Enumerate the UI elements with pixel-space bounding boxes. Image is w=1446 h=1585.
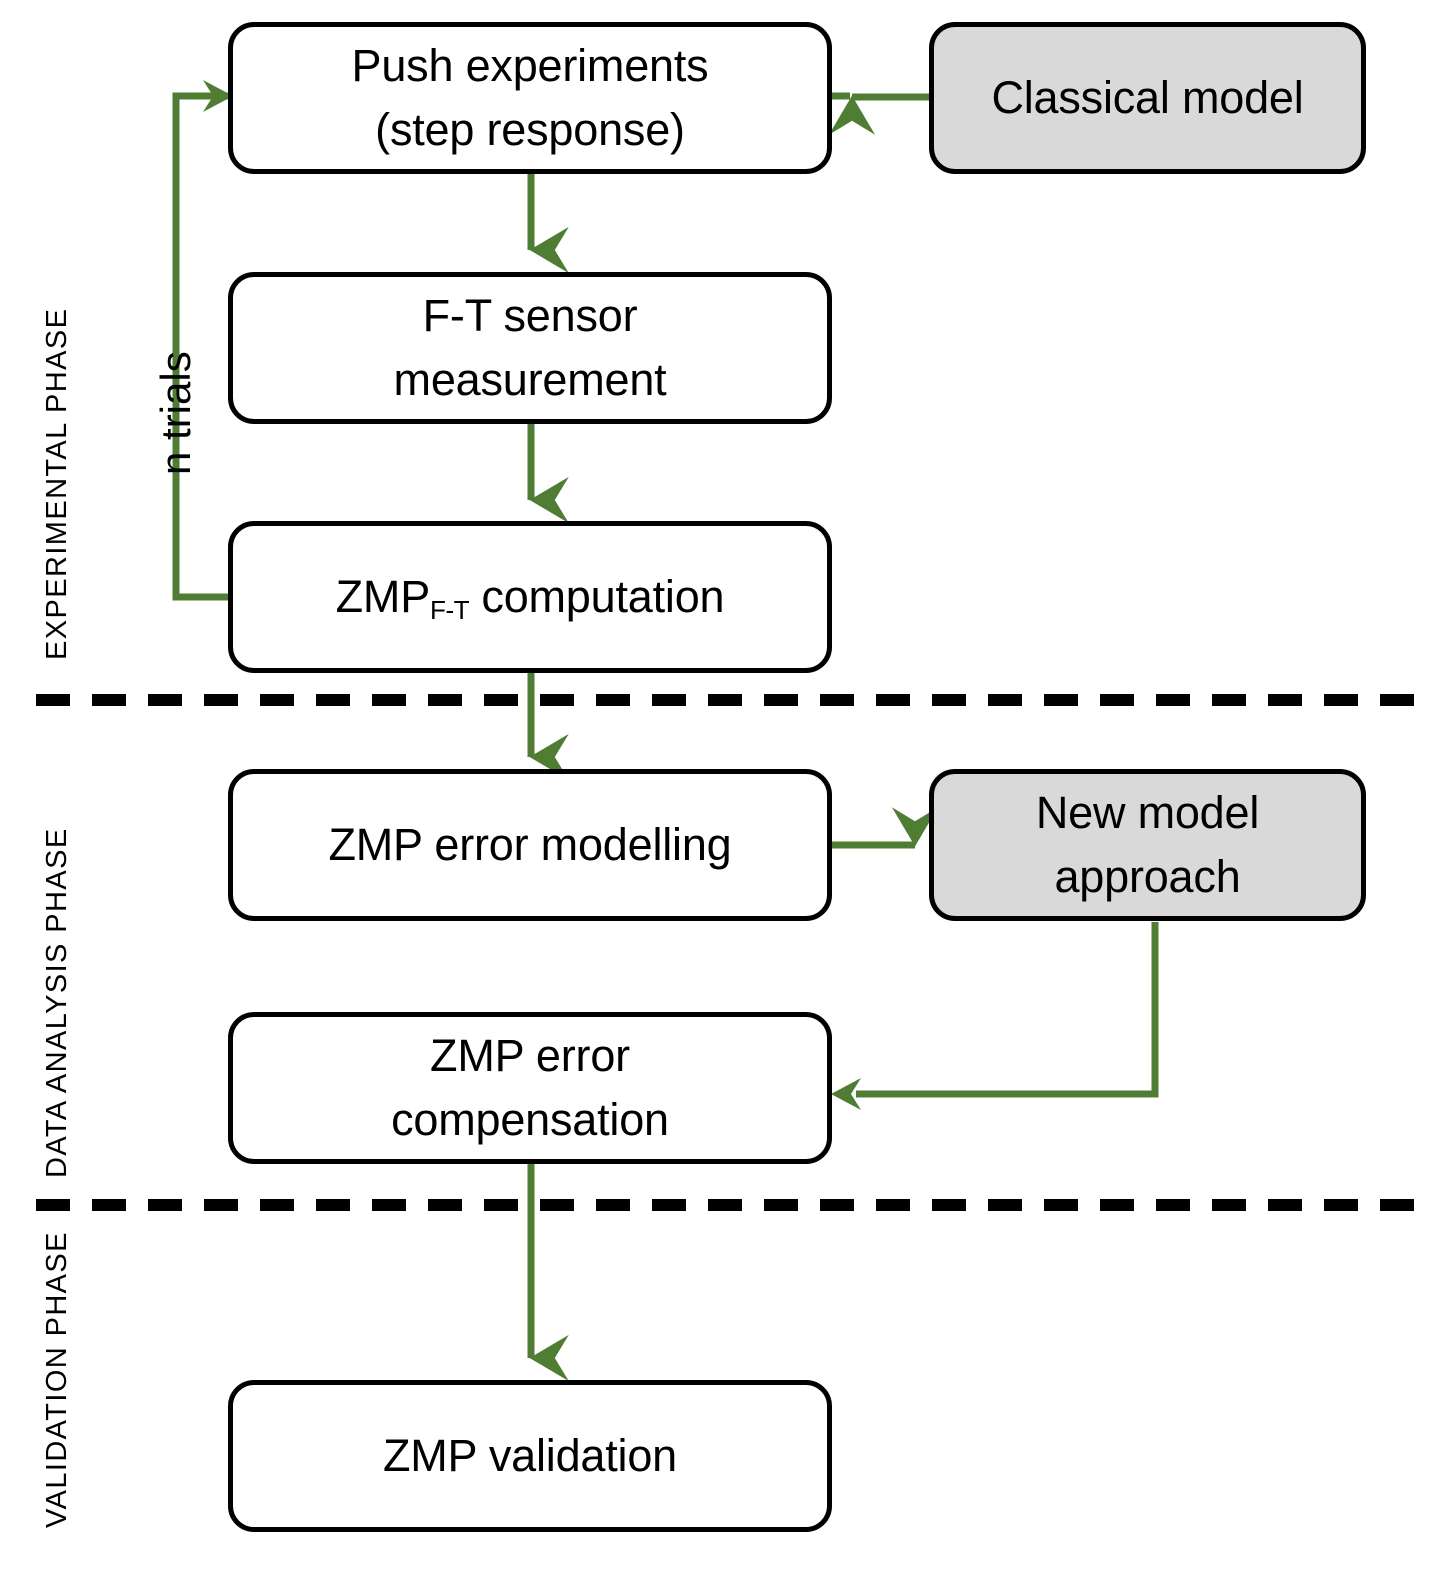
node-classical-model-line-1: Classical model xyxy=(991,72,1304,124)
connector-new-model-to-error-compensation xyxy=(856,922,1159,1098)
node-new-model-approach-line-2: approach xyxy=(1054,851,1241,902)
loop-label-n-trials: n trials xyxy=(152,351,199,475)
node-zmp-validation-line-1: ZMP validation xyxy=(382,1430,677,1482)
phase-label-data-analysis: DATA ANALYSIS PHASE xyxy=(41,827,73,1178)
node-push-experiments-line-1: Push experiments xyxy=(351,40,709,92)
node-ft-sensor-measurement-line-2: measurement xyxy=(393,354,667,405)
node-ft-sensor-measurement-label: F-T sensor measurement xyxy=(247,284,813,412)
node-ft-sensor-measurement[interactable]: F-T sensor measurement xyxy=(228,272,832,424)
node-zmp-ft-computation-line-1: ZMPF-T computation xyxy=(335,571,725,626)
node-zmp-validation[interactable]: ZMP validation xyxy=(228,1380,832,1532)
node-zmp-error-modelling-label: ZMP error modelling xyxy=(247,813,813,877)
error-compensation-arrowhead xyxy=(831,1078,861,1110)
node-classical-model[interactable]: Classical model xyxy=(929,22,1366,174)
node-push-experiments-label: Push experiments (step response) xyxy=(247,34,813,162)
node-new-model-approach-line-1: New model xyxy=(1035,787,1260,839)
node-zmp-error-compensation-label: ZMP error compensation xyxy=(247,1024,813,1152)
node-zmp-error-compensation-line-1: ZMP error xyxy=(430,1030,630,1082)
node-ft-sensor-measurement-line-1: F-T sensor xyxy=(422,290,638,342)
node-zmp-ft-computation-label: ZMPF-T computation xyxy=(247,565,813,629)
node-new-model-approach-label: New model approach xyxy=(948,781,1347,909)
node-zmp-validation-label: ZMP validation xyxy=(247,1424,813,1488)
node-zmp-error-modelling-line-1: ZMP error modelling xyxy=(328,819,732,871)
node-new-model-approach[interactable]: New model approach xyxy=(929,769,1366,921)
phase-label-validation: VALIDATION PHASE xyxy=(41,1231,73,1528)
phase-label-experimental: EXPERIMENTAL PHASE xyxy=(41,307,73,660)
node-zmp-error-modelling[interactable]: ZMP error modelling xyxy=(228,769,832,921)
node-push-experiments-line-2: (step response) xyxy=(375,104,685,155)
node-zmp-error-compensation-line-2: compensation xyxy=(391,1094,669,1145)
node-zmp-ft-computation[interactable]: ZMPF-T computation xyxy=(228,521,832,673)
node-push-experiments[interactable]: Push experiments (step response) xyxy=(228,22,832,174)
node-zmp-error-compensation[interactable]: ZMP error compensation xyxy=(228,1012,832,1164)
node-classical-model-label: Classical model xyxy=(948,66,1347,130)
feedback-loop-arrowhead xyxy=(203,80,233,112)
